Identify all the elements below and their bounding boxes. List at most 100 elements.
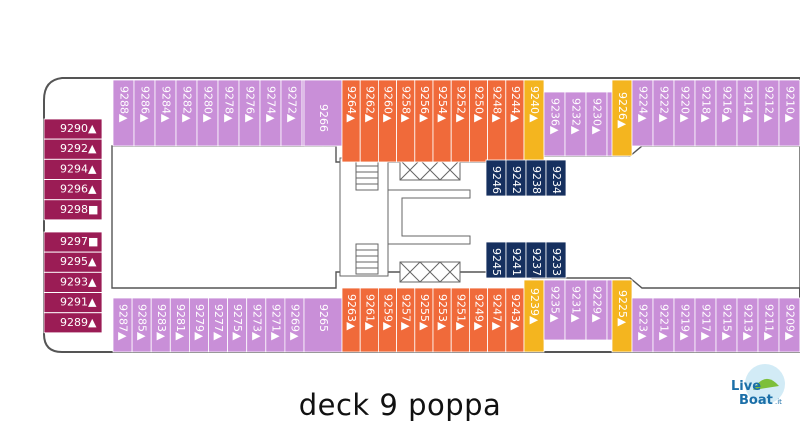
bottom-orange-cabin-label: 9251▲: [454, 294, 467, 331]
stern-cabin-label: 9292▲: [60, 142, 97, 155]
top-lilac-right-cabin-label: 9210▲: [784, 86, 797, 123]
top-lilac-right-cabin-label: 9212▲: [763, 86, 776, 123]
navy-bottom-cabin-label: 9241: [510, 248, 523, 276]
top-lilac-right-cabin-label: 9220▲: [679, 86, 692, 123]
stern-cabin-label: 9291▲: [60, 296, 97, 309]
stern-cabin-label: 9298■: [60, 203, 98, 216]
bottom-lilac-right-cabin-label: 9213▲: [742, 304, 755, 341]
top-small-cabin[interactable]: [303, 79, 343, 147]
top-lilac-right-cabin-label: 9214▲: [742, 86, 755, 123]
bottom-gold-cabin-label: 9225▲: [616, 290, 629, 327]
bottom-lilac-right-cabin[interactable]: [778, 297, 800, 353]
deck-caption: deck 9 poppa: [298, 388, 502, 422]
bottom-orange-cabin-label: 9249▲: [473, 294, 486, 331]
bottom-lilac-mid-cabin-label: 9231▲: [570, 286, 583, 323]
top-orange-cabin-label: 9248▲: [491, 86, 504, 123]
stern-cabin[interactable]: [43, 199, 103, 221]
stern-cabin-label: 9297■: [60, 235, 98, 248]
top-lilac-cabin-label: 9286▲: [139, 86, 152, 123]
bottom-lilac-cabin-label: 9281▲: [174, 304, 187, 341]
liveboat-logo: Live Boat .it: [731, 364, 785, 408]
bottom-lilac-cabin-label: 9287▲: [117, 304, 130, 341]
navy-top-cabin[interactable]: [545, 159, 567, 197]
top-orange-cabin-label: 9256▲: [418, 86, 431, 123]
top-lilac-cabin-label: 9274▲: [265, 86, 278, 123]
bottom-small-cabin[interactable]: [303, 297, 343, 353]
top-orange-cabin-label: 9252▲: [454, 86, 467, 123]
top-lilac-right-cabin[interactable]: [778, 79, 800, 147]
svg-text:.it: .it: [775, 398, 782, 406]
top-lilac-cabin-label: 9280▲: [202, 86, 215, 123]
bottom-gold-cabin-label: 9239▲: [528, 288, 541, 325]
svg-text:Live: Live: [731, 379, 761, 394]
navy-top-cabin-label: 9246: [490, 166, 503, 194]
navy-top-cabin-label: 9238: [530, 166, 543, 194]
top-lilac-cabin-label: 9272▲: [286, 86, 299, 123]
top-lilac-right-cabin-label: 9222▲: [658, 86, 671, 123]
top-small-cabin-label: 9266: [317, 104, 330, 132]
stern-cabin-label: 9296▲: [60, 183, 97, 196]
stern-cabin[interactable]: [43, 312, 103, 334]
navy-bottom-cabin-label: 9245: [490, 248, 503, 276]
svg-text:Boat: Boat: [739, 393, 773, 408]
bottom-orange-cabin-label: 9247▲: [491, 294, 504, 331]
top-gold-cabin-label: 9226▲: [616, 92, 629, 129]
bottom-orange-cabin-label: 9253▲: [436, 294, 449, 331]
bottom-orange-cabin-label: 9259▲: [382, 294, 395, 331]
bottom-lilac-cabin-label: 9285▲: [136, 304, 149, 341]
top-orange-cabin-label: 9254▲: [436, 86, 449, 123]
stair-core: [339, 157, 471, 283]
navy-top-cabin-label: 9234: [550, 166, 563, 194]
bottom-lilac-mid-cabin-label: 9229▲: [591, 286, 604, 323]
top-orange-cabin-label: 9260▲: [382, 86, 395, 123]
top-lilac-cabin-label: 9282▲: [181, 86, 194, 123]
bottom-lilac-cabin-label: 9283▲: [155, 304, 168, 341]
bottom-orange-cabin-label: 9255▲: [418, 294, 431, 331]
top-lilac-right-cabin-label: 9216▲: [721, 86, 734, 123]
elevator-icon: [399, 159, 461, 283]
top-orange-cabin-label: 9264▲: [345, 86, 358, 123]
bottom-lilac-right-cabin-label: 9211▲: [763, 304, 776, 341]
stern-cabin-label: 9293▲: [60, 275, 97, 288]
top-lilac-mid-cabin-label: 9230▲: [591, 98, 604, 135]
bottom-lilac-cabin-label: 9273▲: [250, 304, 263, 341]
bottom-orange-cabin-label: 9257▲: [400, 294, 413, 331]
top-lilac-right-cabin-label: 9218▲: [700, 86, 713, 123]
bottom-lilac-mid-cabin-label: 9235▲: [549, 286, 562, 323]
top-orange-cabin-label: 9258▲: [400, 86, 413, 123]
stern-cabin-label: 9294▲: [60, 162, 97, 175]
bottom-orange-cabin-label: 9261▲: [363, 294, 376, 331]
bottom-lilac-right-cabin-label: 9219▲: [679, 304, 692, 341]
top-lilac-cabin-label: 9276▲: [244, 86, 257, 123]
bottom-lilac-cabin-label: 9279▲: [193, 304, 206, 341]
navy-bottom-cabin-label: 9233: [550, 248, 563, 276]
bottom-lilac-cabin-label: 9271▲: [269, 304, 282, 341]
navy-bottom-cabin-label: 9237: [530, 248, 543, 276]
stair-icon: [355, 159, 379, 275]
top-lilac-mid-cabin-label: 9236▲: [549, 98, 562, 135]
top-orange-cabin-label: 9250▲: [473, 86, 486, 123]
top-lilac-cabin-label: 9288▲: [118, 86, 131, 123]
top-orange-cabin-label: 9262▲: [363, 86, 376, 123]
bottom-orange-cabin-label: 9263▲: [345, 294, 358, 331]
bottom-lilac-cabin-label: 9275▲: [231, 304, 244, 341]
stern-cabin-label: 9290▲: [60, 122, 97, 135]
bottom-orange-cabin-label: 9243▲: [509, 294, 522, 331]
bottom-lilac-cabin-label: 9269▲: [288, 304, 301, 341]
top-orange-cabin-label: 9244▲: [509, 86, 522, 123]
top-gold-cabin-label: 9240▲: [528, 86, 541, 123]
bottom-lilac-right-cabin-label: 9209▲: [784, 304, 797, 341]
bottom-lilac-cabin-label: 9277▲: [212, 304, 225, 341]
top-lilac-cabin-label: 9278▲: [223, 86, 236, 123]
top-lilac-right-cabin-label: 9224▲: [637, 86, 650, 123]
bottom-lilac-right-cabin-label: 9217▲: [700, 304, 713, 341]
bottom-small-cabin-label: 9265: [317, 304, 330, 332]
navy-bottom-cabin[interactable]: [545, 241, 567, 279]
bottom-lilac-right-cabin-label: 9215▲: [721, 304, 734, 341]
stern-cabin-label: 9289▲: [60, 316, 97, 329]
bottom-lilac-right-cabin-label: 9221▲: [658, 304, 671, 341]
top-lilac-cabin-label: 9284▲: [160, 86, 173, 123]
stern-cabin-label: 9295▲: [60, 255, 97, 268]
navy-top-cabin-label: 9242: [510, 166, 523, 194]
